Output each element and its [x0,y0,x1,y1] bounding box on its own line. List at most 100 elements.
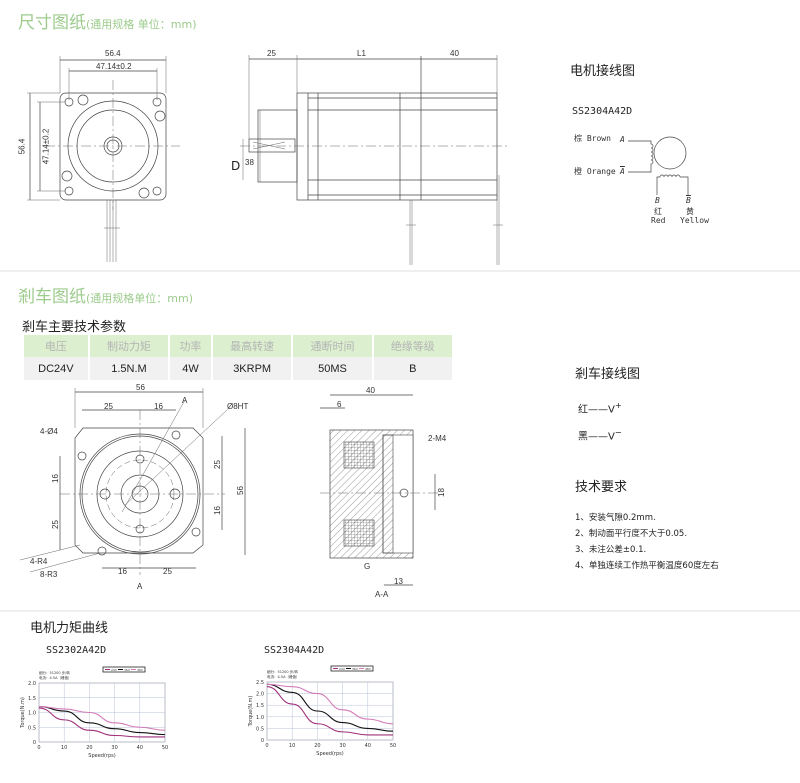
tech-req-item: 2、制动面平行度不大于0.05. [575,529,688,539]
title-subtitle: (通用规格单位：mm) [86,292,194,305]
x-tick-label: 50 [162,745,168,751]
label-m4: 2-M4 [428,434,447,443]
divider [0,270,800,272]
label-a-bottom: A [137,582,143,591]
dim-25-bottom: 25 [163,567,172,576]
table-cell: 50MS [293,357,372,380]
y-tick-label: 1.5 [256,703,264,709]
header-cell: 绝缘等级 [373,335,452,357]
wire-red-cn: 红 [654,207,662,216]
x-tick-label: 20 [86,745,92,751]
brake-front-view [19,388,246,575]
label-b: B [655,196,660,205]
wire-brown: 棕 Brown [574,134,611,143]
y-tick-label: 1.0 [28,711,36,717]
torque-curves-title: 电机力矩曲线 [30,621,109,636]
dim-width: 56.4 [105,49,121,58]
wiring-model: SS2304A42D [572,106,633,117]
header-cell: 最高转速 [212,335,292,357]
dim-40: 40 [366,386,375,395]
x-tick-label: 0 [37,745,40,751]
motor-front-view [27,56,180,262]
table-cell: 4W [170,357,211,380]
y-tick-label: 1.0 [256,715,264,721]
legend-label: 48V [365,667,372,671]
y-tick-label: 0.5 [256,726,264,732]
x-tick-label: 50 [390,743,396,749]
brake-wire-black: 黑——V− [578,427,622,442]
wire-terminal: ——V [588,404,615,416]
dim-25-top: 25 [104,402,113,411]
dim-16-left: 16 [50,474,60,483]
table-cell: DC24V [24,357,88,380]
label-bore: Ø8HT [227,402,249,411]
brake-params-title: 剎车主要技术参数 [22,320,127,335]
dim-height: 56.4 [17,138,27,155]
section-title-brake: 剎车图纸(通用规格单位：mm) [18,282,193,307]
brake-params-table: 电压 制动力矩 功率 最高转速 通断时间 绝缘等级 DC24V 1.5N.M 4… [22,335,454,380]
label-r3: 8-R3 [40,570,58,579]
dim-16-right: 16 [212,506,222,515]
dim-56-right: 56 [235,486,245,495]
wire-sign: − [614,427,622,437]
series-line-36V [266,683,394,732]
legend-label: 36V [352,667,359,671]
legend-label: 36V [124,668,131,672]
dim-hole-height: 47.14±0.2 [41,128,51,165]
y-axis-label: Torque(N.m) [248,696,254,728]
dim-25-left: 25 [50,520,60,529]
dim-16-top: 16 [154,402,163,411]
legend-label: 24V [111,668,118,672]
divider [0,610,800,612]
x-tick-label: 40 [365,743,371,749]
series-line-24V [38,707,165,738]
x-tick-label: 0 [265,743,268,749]
y-tick-label: 0.5 [28,725,36,731]
wire-sign: + [614,400,622,410]
header-cell: 电压 [24,335,88,357]
dim-shaft-length: 25 [267,49,276,58]
legend-box [102,666,146,673]
header-cell: 功率 [170,335,211,357]
chart-note: 细分：51200 步/转 [39,670,70,675]
dim-body-length: L1 [357,49,366,58]
label-a-bar: A [620,167,625,176]
chart-note: 电流：4.5A（峰值） [39,675,71,680]
dim-18: 18 [436,488,446,497]
series-line-36V [38,706,166,736]
title-text: 尺寸图纸 [18,13,86,33]
tech-req-item: 4、单独连续工作热平衡温度60度左右 [575,561,719,571]
section-label: A-A [375,590,389,599]
wire-terminal: ——V [588,431,615,443]
legend-label: 48V [137,668,144,672]
table-cell: 3KRPM [212,357,292,380]
dim-rear-length: 40 [450,49,459,58]
dim-13: 13 [394,577,403,586]
series-line-24V [266,686,393,736]
y-tick-label: 2.0 [28,681,36,687]
y-tick-label: 1.5 [28,696,36,702]
x-axis-label: Speed(rps) [316,751,343,757]
section-title-dimensions: 尺寸图纸(通用规格 单位：mm) [18,8,197,33]
x-tick-label: 30 [111,745,117,751]
dim-56-top: 56 [136,383,145,392]
tech-req-item: 1、安装气隙0.2mm. [575,513,656,523]
brake-section-view [320,394,440,586]
brake-wiring-title: 剎车接线图 [575,367,641,382]
dim-16-bottom: 16 [118,567,127,576]
y-tick-label: 2.5 [256,680,264,686]
chart-title-ss2302: SS2302A42D [46,645,107,656]
wire-yellow-cn: 黄 [686,207,694,216]
brake-wire-red: 红——V+ [578,400,622,415]
dim-6: 6 [337,400,342,409]
motor-wiring-diagram [628,136,689,195]
y-tick-label: 0 [33,740,36,746]
legend-label: 24V [339,667,346,671]
dim-boss: 38 [245,158,254,167]
chart-title-ss2304: SS2304A42D [264,645,325,656]
series-line-48V [266,683,394,725]
dim-hole-width: 47.14±0.2 [96,62,132,71]
